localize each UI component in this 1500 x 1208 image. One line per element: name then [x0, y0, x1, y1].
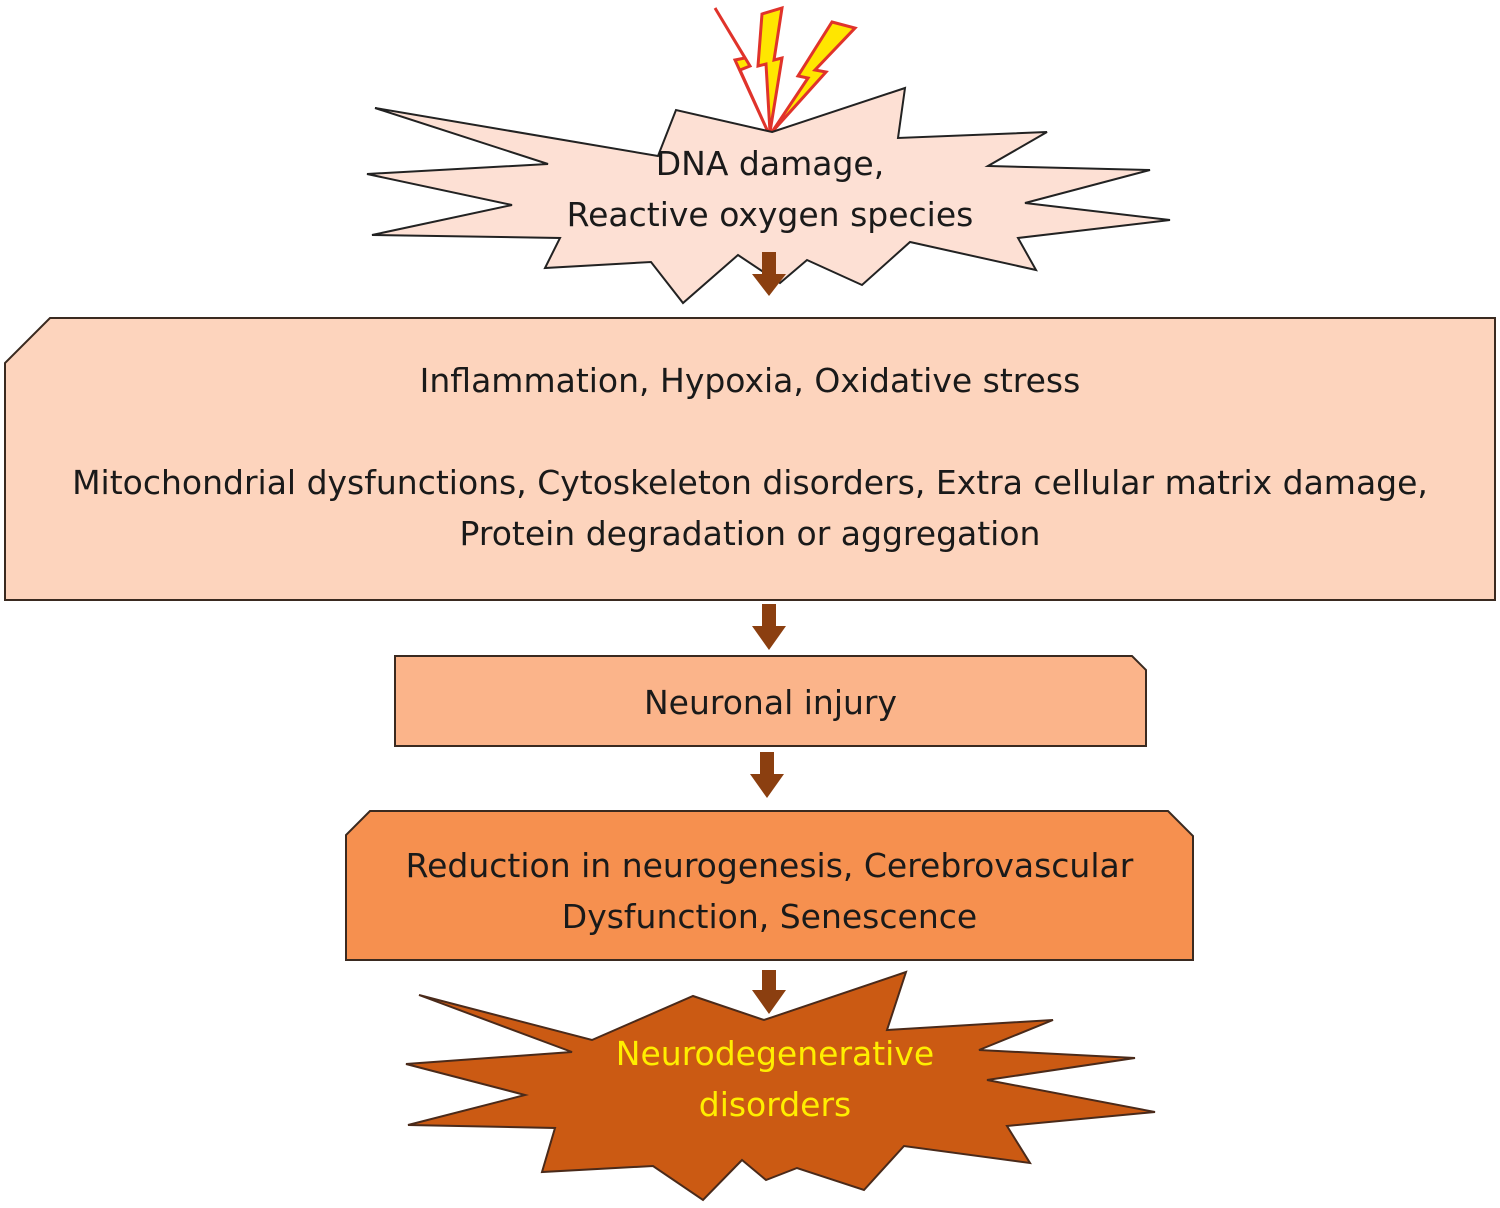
lightning-bolt-middle	[756, 5, 784, 133]
box-3-line-1: Reduction in neurogenesis, Cerebrovascul…	[405, 846, 1134, 885]
box-2-shape	[394, 655, 1147, 747]
lightning-bolt-right	[770, 20, 858, 134]
box-1-shape	[4, 317, 1496, 601]
top-burst-shape	[366, 86, 1171, 305]
box-3-line-2: Dysfunction, Senescence	[561, 897, 978, 936]
box-1-line-2: Mitochondrial dysfunctions, Cytoskeleton…	[72, 463, 1428, 502]
arrow-4	[752, 970, 786, 1014]
box-1-line-3: Protein degradation or aggregation	[459, 514, 1041, 553]
top-burst-line-1: DNA damage,	[655, 144, 885, 183]
box-2-line-1: Neuronal injury	[644, 683, 897, 722]
bottom-burst-line-2: disorders	[698, 1085, 852, 1124]
top-burst-label: DNA damage, Reactive oxygen species	[530, 138, 1010, 240]
box-3-shape	[345, 810, 1194, 961]
box-1-label: Inflammation, Hypoxia, Oxidative stress …	[5, 355, 1495, 559]
arrow-2	[752, 604, 786, 650]
arrow-3	[750, 752, 784, 798]
box-2-label: Neuronal injury	[395, 677, 1146, 728]
bottom-burst-line-1: Neurodegenerative	[615, 1034, 935, 1073]
bottom-burst-label: Neurodegenerative disorders	[560, 1028, 990, 1130]
bottom-burst-shape	[405, 970, 1156, 1202]
box-3-label: Reduction in neurogenesis, Cerebrovascul…	[346, 840, 1193, 942]
arrow-1	[752, 252, 786, 296]
box-1-line-1: Inflammation, Hypoxia, Oxidative stress	[419, 361, 1081, 400]
lightning-bolts-icon	[713, 5, 858, 134]
box-1-spacer	[5, 406, 1495, 457]
top-burst-line-2: Reactive oxygen species	[566, 195, 974, 234]
